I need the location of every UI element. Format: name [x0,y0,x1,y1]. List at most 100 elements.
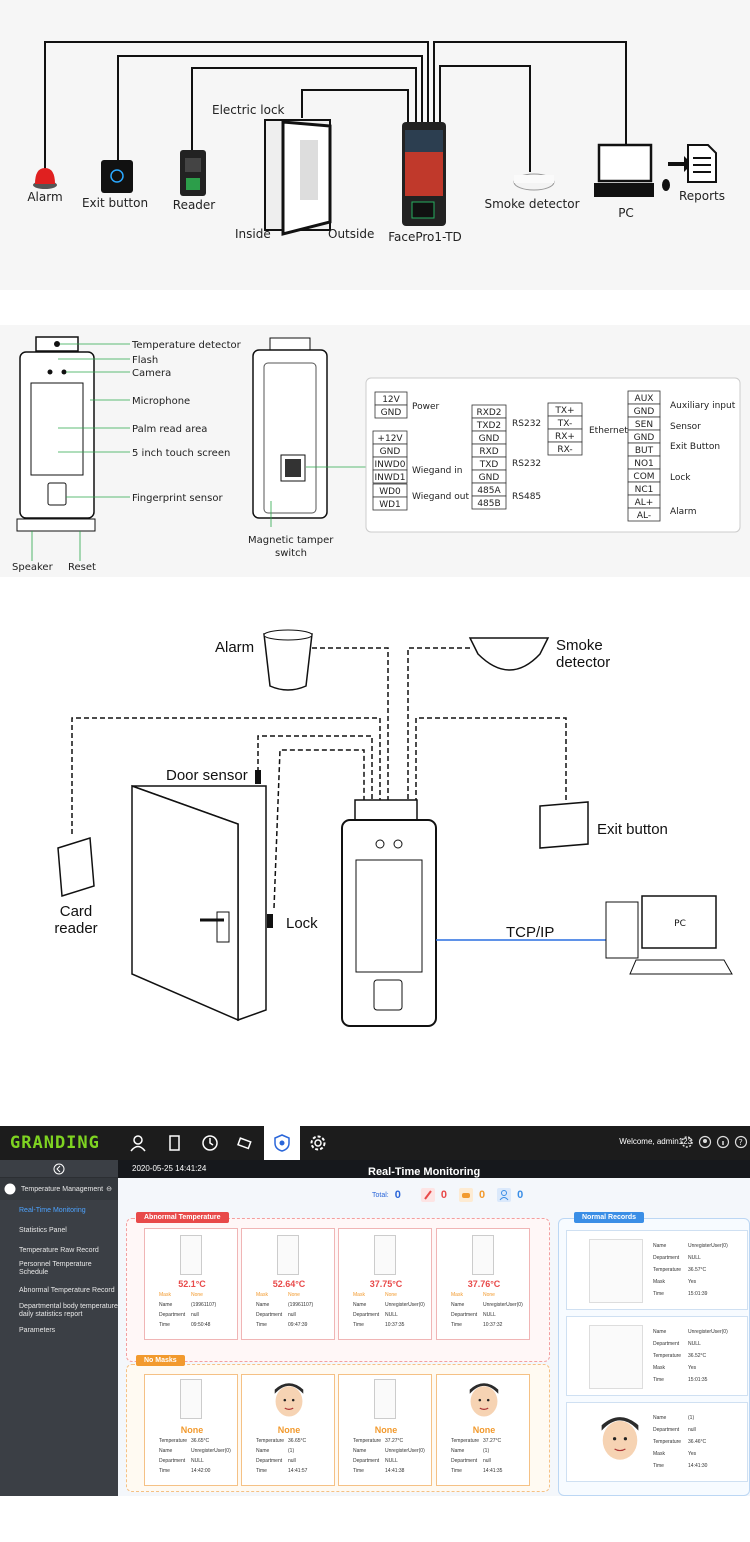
sidebar-collapse[interactable] [0,1160,118,1178]
temperature-nav[interactable] [264,1126,300,1160]
user-icon [130,1135,146,1152]
sidebar-item-raw-record[interactable]: Temperature Raw Record [19,1247,99,1254]
exit-button-label-3: Exit button [597,821,668,838]
sidebar-item-schedule[interactable]: Personnel Temperature Schedule [19,1261,92,1276]
serial-pin: TXD2 [476,421,501,431]
time-row-value: 10:37:32 [483,1322,503,1328]
io-pin: BUT [635,446,654,456]
department-row-key: Department [256,1312,283,1318]
help-icon[interactable]: ? [734,1135,748,1149]
camera-label: Camera [132,368,171,379]
department-row-key: Department [653,1341,680,1347]
department-row-value: null [483,1458,491,1464]
access-nav[interactable] [156,1126,192,1160]
smoke-label-2: detector [556,654,610,671]
lock-icon [267,914,273,928]
sidebar-items: Real-Time Monitoring Statistics Panel Te… [0,1200,118,1338]
lock-dashed-wire [273,749,365,909]
io-pin: AL+ [635,498,654,508]
inside-label: Inside [235,227,271,241]
device-label: FacePro1-TD [388,230,462,244]
temperature-detector-label: Temperature detector [131,340,242,351]
smoke-detector-icon-3 [468,637,550,671]
attendance-nav[interactable] [192,1126,228,1160]
info-icon[interactable] [716,1135,730,1149]
temperature-row-value: 36.65°C [288,1438,307,1444]
svg-text:?: ? [739,1138,743,1147]
temperature-row-key: Temperature [451,1438,480,1444]
card-label-1: Card [60,903,93,920]
department-row-value: NULL [385,1458,398,1464]
time-row-value: 10:37:35 [385,1322,405,1328]
time-row-key: Time [653,1463,664,1469]
time-row-key: Time [256,1468,267,1474]
mask-key: Mask [256,1292,268,1298]
smoke-dashed-wire [407,647,470,800]
photo-placeholder [589,1325,643,1389]
personnel-nav[interactable] [120,1126,156,1160]
sidebar-item-abnormal[interactable]: Abnormal Temperature Record [19,1287,115,1294]
system-nav[interactable] [300,1126,336,1160]
department-row-value: null [288,1312,296,1318]
person-icon [497,1188,512,1202]
video-nav[interactable] [228,1126,264,1160]
name-row-value: UnregisterUser(0) [385,1448,425,1454]
reset-label: Reset [68,562,96,573]
photo-placeholder [589,1239,643,1303]
sidebar-item-realtime[interactable]: Real-Time Monitoring [19,1207,86,1214]
wiring-diagram-svg: Temperature detector Flash Camera Microp… [12,336,741,573]
io-pin: GND [634,407,655,417]
sidebar-item-parameters[interactable]: Parameters [19,1327,56,1334]
ethernet-pin-box [547,441,583,456]
sidebar-item-department-report[interactable]: Departmental body temperature daily stat… [19,1303,118,1318]
name-row: Name(1) [451,1448,489,1454]
serial-pin: TXD [479,460,499,470]
sidebar-item-statistics[interactable]: Statistics Panel [19,1227,67,1234]
door-sensor-icon [255,770,261,784]
name-row: Name(19961107) [159,1302,216,1308]
account-icon[interactable] [698,1135,712,1149]
monitoring-app: GRANDING Welcome, admin123 ? Temp [0,1126,750,1496]
name-row-value: (1) [288,1448,295,1454]
time-row-value: 14:41:35 [483,1468,503,1474]
exit-button-icon-3 [539,801,589,849]
time-row-key: Time [653,1377,664,1383]
time-row-key: Time [451,1468,462,1474]
power-pin: 12V [382,395,400,405]
name-row-value: (1) [688,1415,695,1421]
settings-icon[interactable] [680,1135,694,1149]
main-header: 2020-05-25 14:41:24 Real-Time Monitoring [118,1160,750,1178]
sidebar-group-temperature[interactable]: Temperature Management ⊖ [0,1178,118,1200]
photo-placeholder [374,1379,396,1419]
status-value: None [374,1425,398,1435]
name-row-value: (1) [483,1448,490,1454]
ethernet-pin: RX+ [555,432,575,442]
exit-label: Exit Button [670,442,720,452]
pc-label: PC [618,206,634,220]
temperature-row-value: 36.65°C [191,1438,210,1444]
temperature-value: 37.76°C [467,1279,501,1289]
wiegand-out-pin: WD0 [379,487,401,497]
